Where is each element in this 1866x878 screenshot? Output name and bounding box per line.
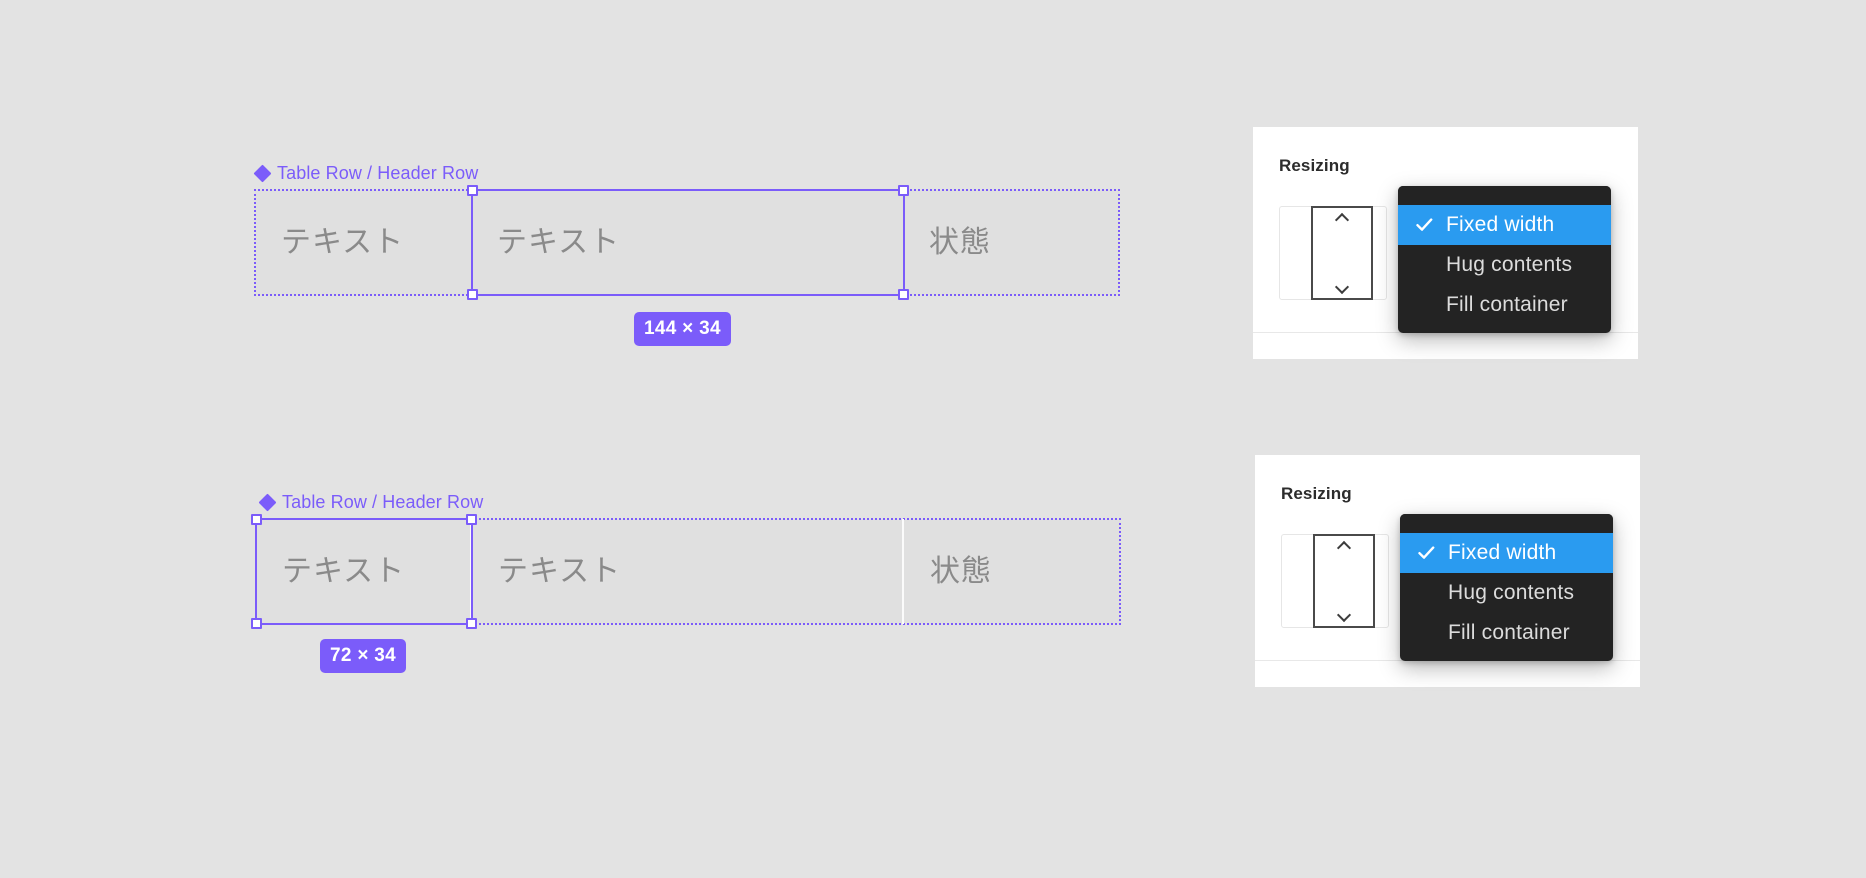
table-cell-1-3[interactable]: 状態 — [929, 224, 991, 260]
panel-title-resizing: Resizing — [1279, 156, 1350, 175]
table-cell-2-3[interactable]: 状態 — [930, 553, 992, 589]
component-instance-diamond-icon — [258, 493, 277, 511]
menu-item-label: Fill container — [1448, 621, 1570, 644]
chevron-up-icon[interactable] — [1337, 542, 1351, 551]
checkmark-icon — [1416, 218, 1446, 232]
panel-title-resizing: Resizing — [1281, 484, 1352, 503]
resizing-dropdown-menu-1[interactable]: Fixed width Hug contents Fill container — [1398, 186, 1611, 333]
stepper-inner-box[interactable] — [1313, 534, 1375, 628]
size-badge-1: 144 × 34 — [634, 312, 731, 346]
component-instance-diamond-icon — [253, 164, 272, 182]
table-cell-1-2[interactable]: テキスト — [497, 224, 621, 260]
menu-item-hug-contents[interactable]: Hug contents — [1398, 245, 1611, 285]
menu-item-hug-contents[interactable]: Hug contents — [1400, 573, 1613, 613]
chevron-up-icon[interactable] — [1335, 214, 1349, 223]
resizing-dropdown-menu-2[interactable]: Fixed width Hug contents Fill container — [1400, 514, 1613, 661]
menu-item-fill-container[interactable]: Fill container — [1398, 285, 1611, 325]
menu-item-fixed-width[interactable]: Fixed width — [1400, 533, 1613, 573]
stepper-inner-box[interactable] — [1311, 206, 1373, 300]
chevron-down-icon[interactable] — [1335, 282, 1349, 291]
table-row-frame-1[interactable]: テキスト テキスト 状態 — [254, 189, 1120, 296]
size-badge-2: 72 × 34 — [320, 639, 407, 673]
menu-item-label: Hug contents — [1446, 253, 1573, 276]
checkmark-icon — [1418, 546, 1448, 560]
component-instance-label-text: Table Row / Header Row — [277, 163, 479, 183]
table-cell-1-1[interactable]: テキスト — [281, 224, 405, 260]
menu-top-strip — [1400, 514, 1613, 533]
table-row-frame-2[interactable]: テキスト テキスト 状態 — [255, 518, 1121, 625]
component-instance-label-text: Table Row / Header Row — [282, 492, 484, 512]
menu-item-label: Fixed width — [1446, 213, 1555, 236]
table-cell-2-2[interactable]: テキスト — [472, 519, 904, 624]
component-instance-label-2[interactable]: Table Row / Header Row — [258, 492, 484, 512]
menu-top-strip — [1398, 186, 1611, 205]
resizing-stepper-widget[interactable] — [1281, 534, 1389, 628]
menu-item-label: Fixed width — [1448, 541, 1557, 564]
menu-item-fill-container[interactable]: Fill container — [1400, 613, 1613, 653]
menu-item-label: Hug contents — [1448, 581, 1575, 604]
resizing-stepper-widget[interactable] — [1279, 206, 1387, 300]
chevron-down-icon[interactable] — [1337, 610, 1351, 619]
table-cell-2-1[interactable]: テキスト — [256, 519, 472, 624]
menu-item-label: Fill container — [1446, 293, 1568, 316]
menu-item-fixed-width[interactable]: Fixed width — [1398, 205, 1611, 245]
component-instance-label-1[interactable]: Table Row / Header Row — [253, 163, 479, 183]
